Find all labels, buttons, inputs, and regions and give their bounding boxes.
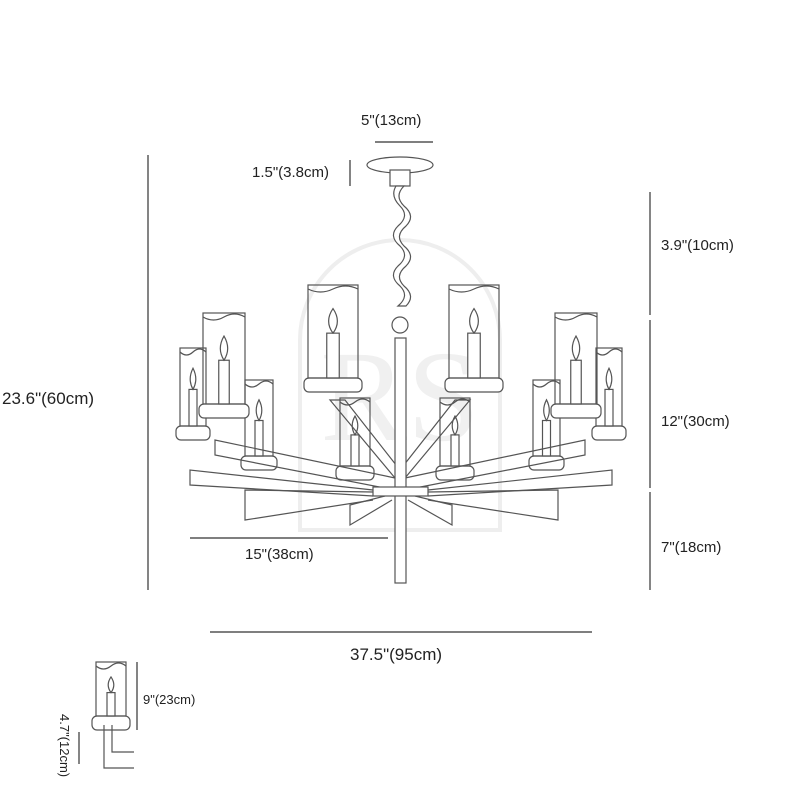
shade-height-label: 9"(23cm) <box>143 692 196 707</box>
flame-icon <box>571 334 581 362</box>
glass-rim <box>307 285 359 293</box>
candle-shade <box>91 661 131 731</box>
candle <box>541 419 552 457</box>
glass-cylinder <box>554 312 598 405</box>
chandelier-arm <box>407 495 453 527</box>
chandelier-arm <box>404 439 586 491</box>
glass-cylinder <box>595 347 623 427</box>
candle <box>604 388 614 427</box>
candle-shade <box>444 284 504 393</box>
chandelier-arm <box>328 399 401 479</box>
flame-icon <box>255 398 263 422</box>
socket-offset-label: 4.7"(12cm) <box>57 714 72 778</box>
glass-rim <box>95 662 127 670</box>
chain-ring <box>391 316 409 334</box>
chandelier-arm <box>399 399 472 479</box>
flame-icon <box>189 366 197 391</box>
flame-icon <box>328 307 338 335</box>
glass-cylinder <box>179 347 207 427</box>
chain-length-label: 3.9"(10cm) <box>661 237 734 254</box>
glass-rim <box>595 348 623 356</box>
shade-base <box>198 403 250 419</box>
center-rod <box>394 337 407 584</box>
candle <box>188 388 198 427</box>
candle-shade <box>550 312 602 419</box>
candle <box>106 691 116 717</box>
glass-cylinder <box>439 397 471 467</box>
candle-shade <box>240 379 278 471</box>
overall-width-label: 37.5"(95cm) <box>350 645 443 664</box>
candle-shade <box>528 379 565 471</box>
chandelier-arm <box>214 439 396 491</box>
detail-arm <box>103 725 134 769</box>
glass-cylinder <box>448 284 500 379</box>
canopy-width-label: 5"(13cm) <box>361 112 422 129</box>
canopy-height-label: 1.5"(3.8cm) <box>252 164 330 181</box>
shade-base <box>335 465 375 481</box>
glass-rim <box>448 285 500 293</box>
candle-shade <box>198 312 250 419</box>
shade-base <box>303 377 363 393</box>
flame-icon <box>219 334 229 362</box>
candle-shade <box>175 347 211 441</box>
candle <box>570 359 582 405</box>
glass-cylinder <box>202 312 246 405</box>
flame-icon <box>543 398 550 422</box>
candle <box>254 419 264 457</box>
candle <box>467 332 481 379</box>
candle <box>450 434 460 467</box>
overall-height-label: 23.6"(60cm) <box>2 389 95 408</box>
glass-rim <box>339 398 371 406</box>
candle-shade <box>591 347 627 441</box>
shade-detail <box>91 661 134 769</box>
flame-icon <box>351 414 359 437</box>
chandelier <box>175 156 627 584</box>
glass-rim <box>532 380 561 388</box>
flame-icon <box>451 414 459 437</box>
canopy-stem <box>389 169 411 187</box>
chandelier-arm <box>244 489 374 521</box>
flame-icon <box>605 366 613 391</box>
flame-icon <box>469 307 479 335</box>
hub <box>372 486 429 497</box>
glass-rim <box>179 348 207 356</box>
candle <box>218 359 230 405</box>
shade-base <box>91 715 131 731</box>
glass-rim <box>554 313 598 321</box>
candle-shade <box>335 397 375 481</box>
chain <box>392 185 412 307</box>
shade-base <box>444 377 504 393</box>
glass-rim <box>244 380 274 388</box>
candle <box>350 434 360 467</box>
shade-base <box>175 425 211 441</box>
glass-cylinder <box>307 284 359 379</box>
shade-base <box>591 425 627 441</box>
shade-base <box>550 403 602 419</box>
glass-rim <box>202 313 246 321</box>
flame-icon <box>107 675 115 694</box>
glass-cylinder <box>95 661 127 717</box>
candle <box>326 332 340 379</box>
chandelier-arm <box>427 489 559 521</box>
candle-shade <box>303 284 363 393</box>
body-height-label: 12"(30cm) <box>661 413 730 430</box>
dimension-lines <box>78 141 651 764</box>
arm-radius-label: 15"(38cm) <box>245 546 314 563</box>
chandelier-arm <box>349 495 393 527</box>
lower-height-label: 7"(18cm) <box>661 539 722 556</box>
